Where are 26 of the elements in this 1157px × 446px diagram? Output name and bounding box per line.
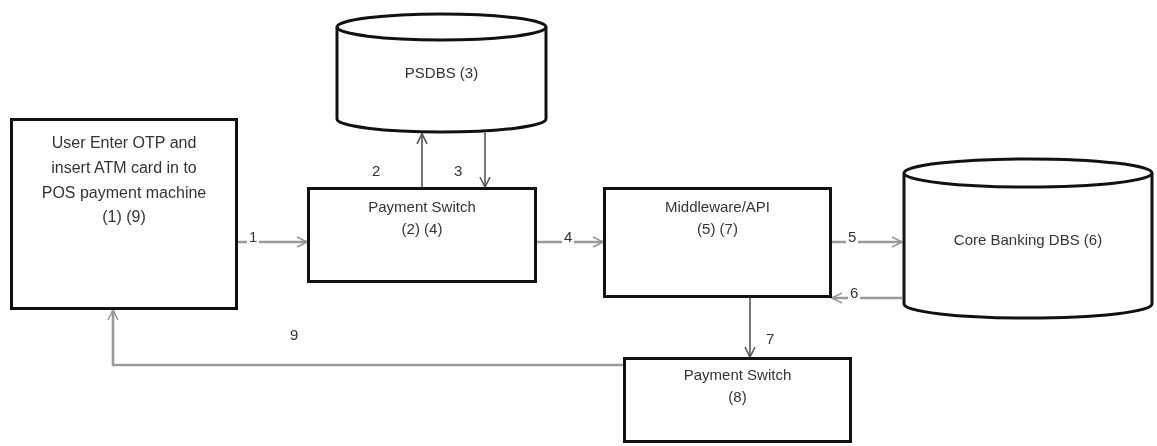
arrow <box>416 133 428 188</box>
step-numbers: (8) <box>728 386 747 407</box>
arrow <box>238 236 308 248</box>
process-box <box>10 118 238 310</box>
arrow <box>831 292 902 304</box>
arrow <box>832 236 903 248</box>
arrow <box>537 236 604 248</box>
step-numbers: (2) (4) <box>401 218 443 239</box>
arrow <box>744 297 756 358</box>
process-box <box>307 187 537 283</box>
step-numbers: (1) (9) <box>102 207 146 228</box>
step-numbers: (5) (7) <box>697 218 738 239</box>
arrow <box>107 309 623 367</box>
process-box <box>623 357 852 443</box>
node-label: Payment Switch <box>368 197 476 217</box>
edge-label: 6 <box>848 285 861 302</box>
edge-label: 1 <box>247 229 260 246</box>
process-box <box>603 187 832 298</box>
node-label: Core Banking DBS (6) <box>953 230 1103 250</box>
edge-label: 4 <box>562 229 575 246</box>
node-label: User Enter OTP and insert ATM card in to POS payment machine <box>40 133 208 203</box>
node-label: Payment Switch <box>683 365 792 385</box>
arrow <box>479 132 491 188</box>
node-label: PSDBS (3) <box>404 63 479 83</box>
node-label: Middleware/API <box>664 197 770 217</box>
edge-label: 5 <box>846 229 859 246</box>
